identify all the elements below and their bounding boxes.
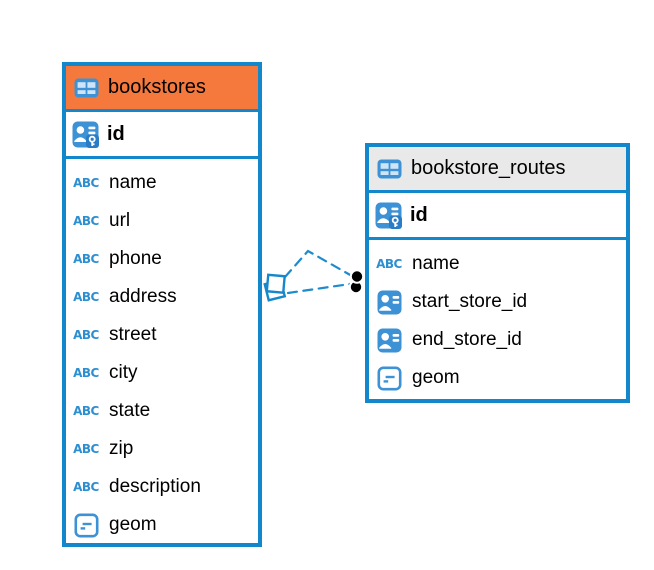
geometry-type-icon	[72, 512, 100, 538]
column-name: id	[107, 122, 125, 145]
column-name: city	[109, 362, 138, 383]
text-type-icon: ABC	[73, 442, 99, 456]
column-row[interactable]: ABC state	[66, 392, 258, 430]
text-type-icon: ABC	[73, 214, 99, 228]
foreign-key-icon	[375, 328, 403, 353]
table-header-bookstores[interactable]: bookstores	[66, 66, 258, 112]
column-name: name	[109, 172, 157, 193]
column-list: ABC name start_store_id	[369, 240, 626, 399]
relation-many-end-marker	[349, 269, 365, 284]
column-row[interactable]: ABC city	[66, 354, 258, 392]
relation-line-start-store-id[interactable]	[283, 249, 354, 279]
column-row[interactable]: end_store_id	[369, 321, 626, 359]
column-name: name	[412, 253, 460, 274]
column-name: id	[410, 203, 428, 226]
table-title: bookstores	[108, 76, 206, 98]
text-type-icon: ABC	[73, 366, 99, 380]
column-row[interactable]: start_store_id	[369, 283, 626, 321]
column-row[interactable]: ABC phone	[66, 240, 258, 278]
relation-line-end-store-id[interactable]	[286, 282, 352, 295]
geometry-type-icon	[375, 365, 403, 391]
text-type-icon: ABC	[73, 176, 99, 190]
table-header-bookstore-routes[interactable]: bookstore_routes	[369, 147, 626, 193]
entity-table-bookstores[interactable]: bookstores id ABC	[62, 62, 262, 547]
column-row[interactable]: ABC zip	[66, 430, 258, 468]
column-row[interactable]: ABC name	[369, 245, 626, 283]
column-name: street	[109, 324, 157, 345]
text-type-icon: ABC	[73, 252, 99, 266]
column-name: url	[109, 210, 131, 231]
column-name: geom	[109, 514, 157, 535]
column-row[interactable]: ABC description	[66, 468, 258, 506]
table-icon	[375, 159, 403, 179]
table-title: bookstore_routes	[411, 157, 566, 179]
column-name: end_store_id	[412, 329, 522, 350]
column-name: phone	[109, 248, 162, 269]
column-name: geom	[412, 367, 460, 388]
relation-one-end-marker	[263, 278, 287, 302]
column-name: start_store_id	[412, 291, 528, 312]
column-list: ABC name ABC url ABC phone ABC address A…	[66, 159, 258, 546]
primary-key-icon	[71, 121, 99, 148]
column-name: description	[109, 476, 201, 497]
table-icon	[72, 78, 100, 98]
column-row[interactable]: geom	[66, 506, 258, 544]
entity-table-bookstore-routes[interactable]: bookstore_routes id ABC	[365, 143, 630, 403]
column-row[interactable]: ABC name	[66, 164, 258, 202]
column-name: state	[109, 400, 151, 421]
column-name: address	[109, 286, 177, 307]
text-type-icon: ABC	[73, 480, 99, 494]
column-name: zip	[109, 438, 134, 459]
column-row[interactable]: ABC street	[66, 316, 258, 354]
text-type-icon: ABC	[73, 290, 99, 304]
relation-many-end-marker	[348, 279, 364, 295]
primary-key-icon	[374, 202, 402, 229]
column-row[interactable]: ABC url	[66, 202, 258, 240]
text-type-icon: ABC	[376, 257, 402, 271]
column-row[interactable]: geom	[369, 359, 626, 397]
text-type-icon: ABC	[73, 404, 99, 418]
column-row[interactable]: ABC address	[66, 278, 258, 316]
relation-one-end-marker	[265, 273, 286, 294]
column-row-pk[interactable]: id	[66, 112, 258, 159]
column-row-pk[interactable]: id	[369, 193, 626, 240]
text-type-icon: ABC	[73, 328, 99, 342]
foreign-key-icon	[375, 290, 403, 315]
